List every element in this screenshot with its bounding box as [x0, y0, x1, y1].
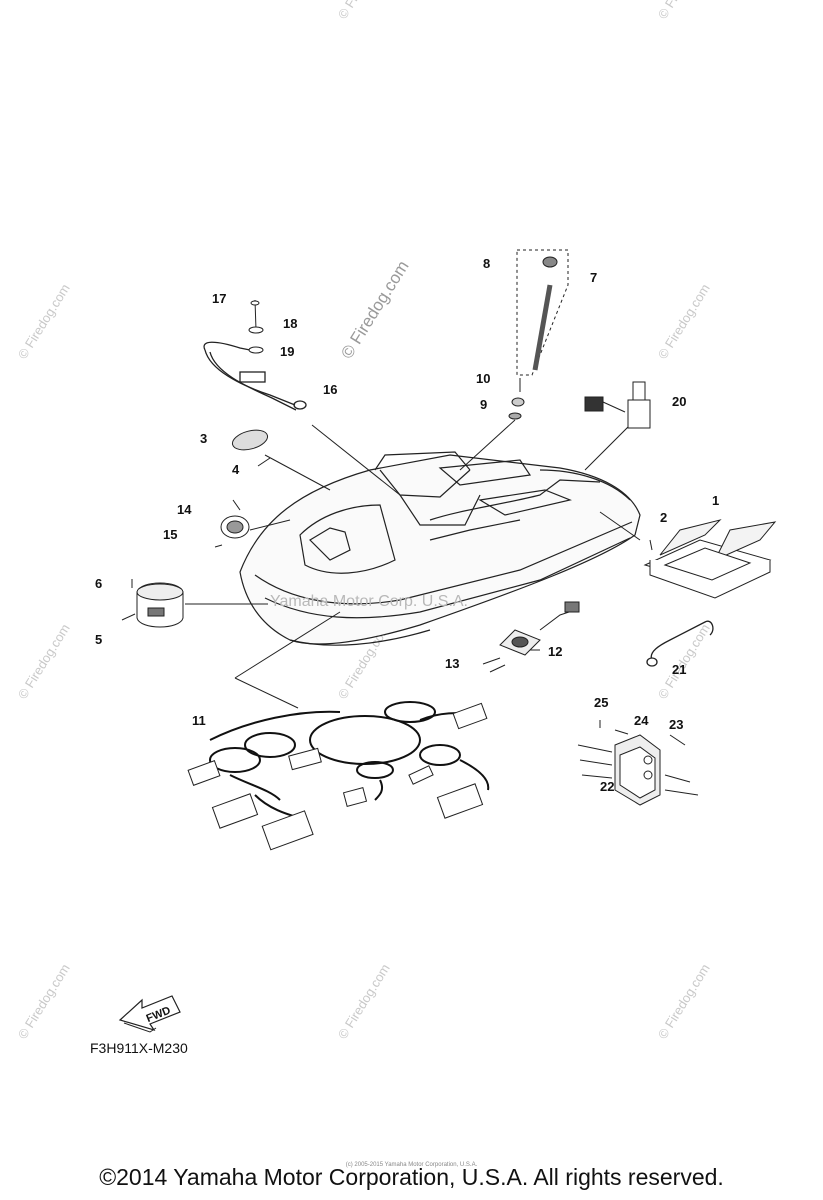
callout-7: 7 — [590, 270, 597, 285]
watermark: © Firedog.com — [335, 961, 393, 1041]
callout-13: 13 — [445, 656, 459, 671]
watermark: © Firedog.com — [655, 961, 713, 1041]
watermark: © Firedog.com — [335, 0, 393, 22]
callout-11: 11 — [192, 713, 206, 728]
callout-20: 20 — [672, 394, 686, 409]
callouts: 1 2 3 4 5 6 7 8 9 10 11 12 13 14 15 16 1… — [95, 256, 719, 794]
watermark: © Firedog.com — [15, 281, 73, 361]
figure-code: F3H911X-M230 — [90, 1040, 188, 1056]
boat-hull: Yamaha Motor Corp. U.S.A. — [239, 451, 641, 646]
part-20-sensor — [584, 381, 651, 429]
callout-5: 5 — [95, 632, 102, 647]
callout-18: 18 — [283, 316, 297, 331]
part-12-plate — [482, 601, 580, 673]
callout-24: 24 — [634, 713, 649, 728]
fwd-arrow-icon: FWD — [118, 995, 181, 1033]
part-14-speaker — [214, 499, 250, 548]
callout-23: 23 — [669, 717, 683, 732]
callout-25: 25 — [594, 695, 608, 710]
callout-9: 9 — [480, 397, 487, 412]
callout-4: 4 — [232, 462, 240, 477]
part-7-assembly — [508, 249, 569, 420]
watermark: © Firedog.com — [15, 621, 73, 701]
callout-1: 1 — [712, 493, 719, 508]
part-21-hose — [646, 620, 714, 667]
callout-3: 3 — [200, 431, 207, 446]
harness-connectors — [187, 702, 488, 851]
callout-15: 15 — [163, 527, 177, 542]
callout-10: 10 — [476, 371, 490, 386]
callout-17: 17 — [212, 291, 226, 306]
watermark: © Firedog.com — [655, 281, 713, 361]
callout-14: 14 — [177, 502, 192, 517]
hull-watermark: Yamaha Motor Corp. U.S.A. — [270, 593, 468, 610]
watermark: © Firedog.com — [15, 961, 73, 1041]
fine-print: (c) 2005-2015 Yamaha Motor Corporation, … — [345, 1162, 478, 1168]
watermark: © Firedog.com — [655, 0, 713, 22]
part-16-hose — [203, 341, 307, 411]
part-22-block — [577, 720, 699, 806]
part-3-vent — [231, 429, 271, 467]
callout-2: 2 — [660, 510, 667, 525]
callout-22: 22 — [600, 779, 614, 794]
part-1-rack — [643, 519, 777, 599]
callout-8: 8 — [483, 256, 490, 271]
callout-16: 16 — [323, 382, 337, 397]
callout-6: 6 — [95, 576, 102, 591]
callout-19: 19 — [280, 344, 294, 359]
callout-21: 21 — [672, 662, 686, 677]
callout-12: 12 — [548, 644, 562, 659]
copyright-footer: ©2014 Yamaha Motor Corporation, U.S.A. A… — [99, 1164, 724, 1190]
part-5-module — [131, 579, 184, 628]
part-17-bolt — [248, 299, 264, 354]
watermark-main: © Firedog.com — [337, 257, 412, 362]
